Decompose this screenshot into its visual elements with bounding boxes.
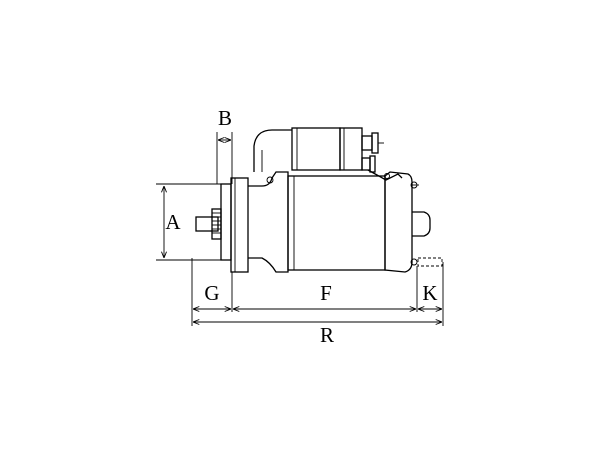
pinion-gear	[211, 208, 222, 240]
solenoid-terminals	[361, 132, 384, 173]
nose-spigot	[220, 183, 232, 261]
drive-housing	[248, 171, 289, 273]
dimension-g-label: G	[204, 281, 219, 305]
solenoid-cap	[339, 127, 363, 171]
bottom-extension-lines	[191, 258, 444, 326]
dimension-f-label: F	[320, 281, 332, 305]
dimension-r-label: R	[320, 323, 334, 347]
dimension-a: A	[156, 183, 221, 261]
mounting-flange	[230, 177, 249, 273]
dimension-r: R	[193, 322, 442, 347]
through-bolt-hidden	[417, 257, 443, 267]
dimension-k-label: K	[422, 281, 437, 305]
dimension-g: G	[193, 281, 231, 309]
starter-motor-outline	[195, 127, 443, 273]
end-bolt-bottom	[410, 258, 418, 266]
dimension-b: B	[216, 106, 233, 184]
dimension-a-label: A	[165, 210, 181, 234]
commutator-end-housing	[384, 171, 413, 273]
dimension-b-label: B	[218, 106, 232, 130]
motor-yoke	[287, 175, 386, 271]
solenoid-bracket	[253, 129, 292, 172]
housing-bolt	[266, 176, 274, 184]
terminal-link	[367, 169, 403, 181]
solenoid-body	[291, 127, 341, 171]
pinion-shaft	[195, 216, 219, 232]
dimension-k: K	[418, 281, 442, 309]
bearing-boss	[412, 211, 431, 237]
dimension-f: F	[233, 281, 416, 309]
